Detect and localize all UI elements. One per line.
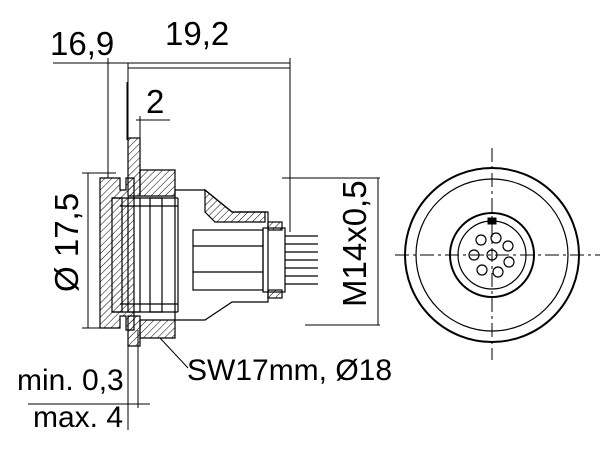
dim-wrench-text: SW17mm, Ø18 — [187, 354, 392, 387]
dim-thread-text: M14x0,5 — [336, 180, 373, 307]
dim-wall-text: 2 — [146, 83, 164, 120]
dim-overall-left-text: 16,9 — [50, 25, 114, 62]
dim-panel-min-text: min. 0,3 — [17, 364, 124, 397]
dim-diameter-text: Ø 17,5 — [48, 193, 85, 292]
dimension-lines — [28, 58, 380, 430]
connector-side-view — [99, 137, 318, 347]
connector-front-view — [395, 148, 600, 360]
dim-panel-max-text: max. 4 — [33, 401, 123, 434]
dim-overall-right-text: 19,2 — [165, 15, 229, 52]
